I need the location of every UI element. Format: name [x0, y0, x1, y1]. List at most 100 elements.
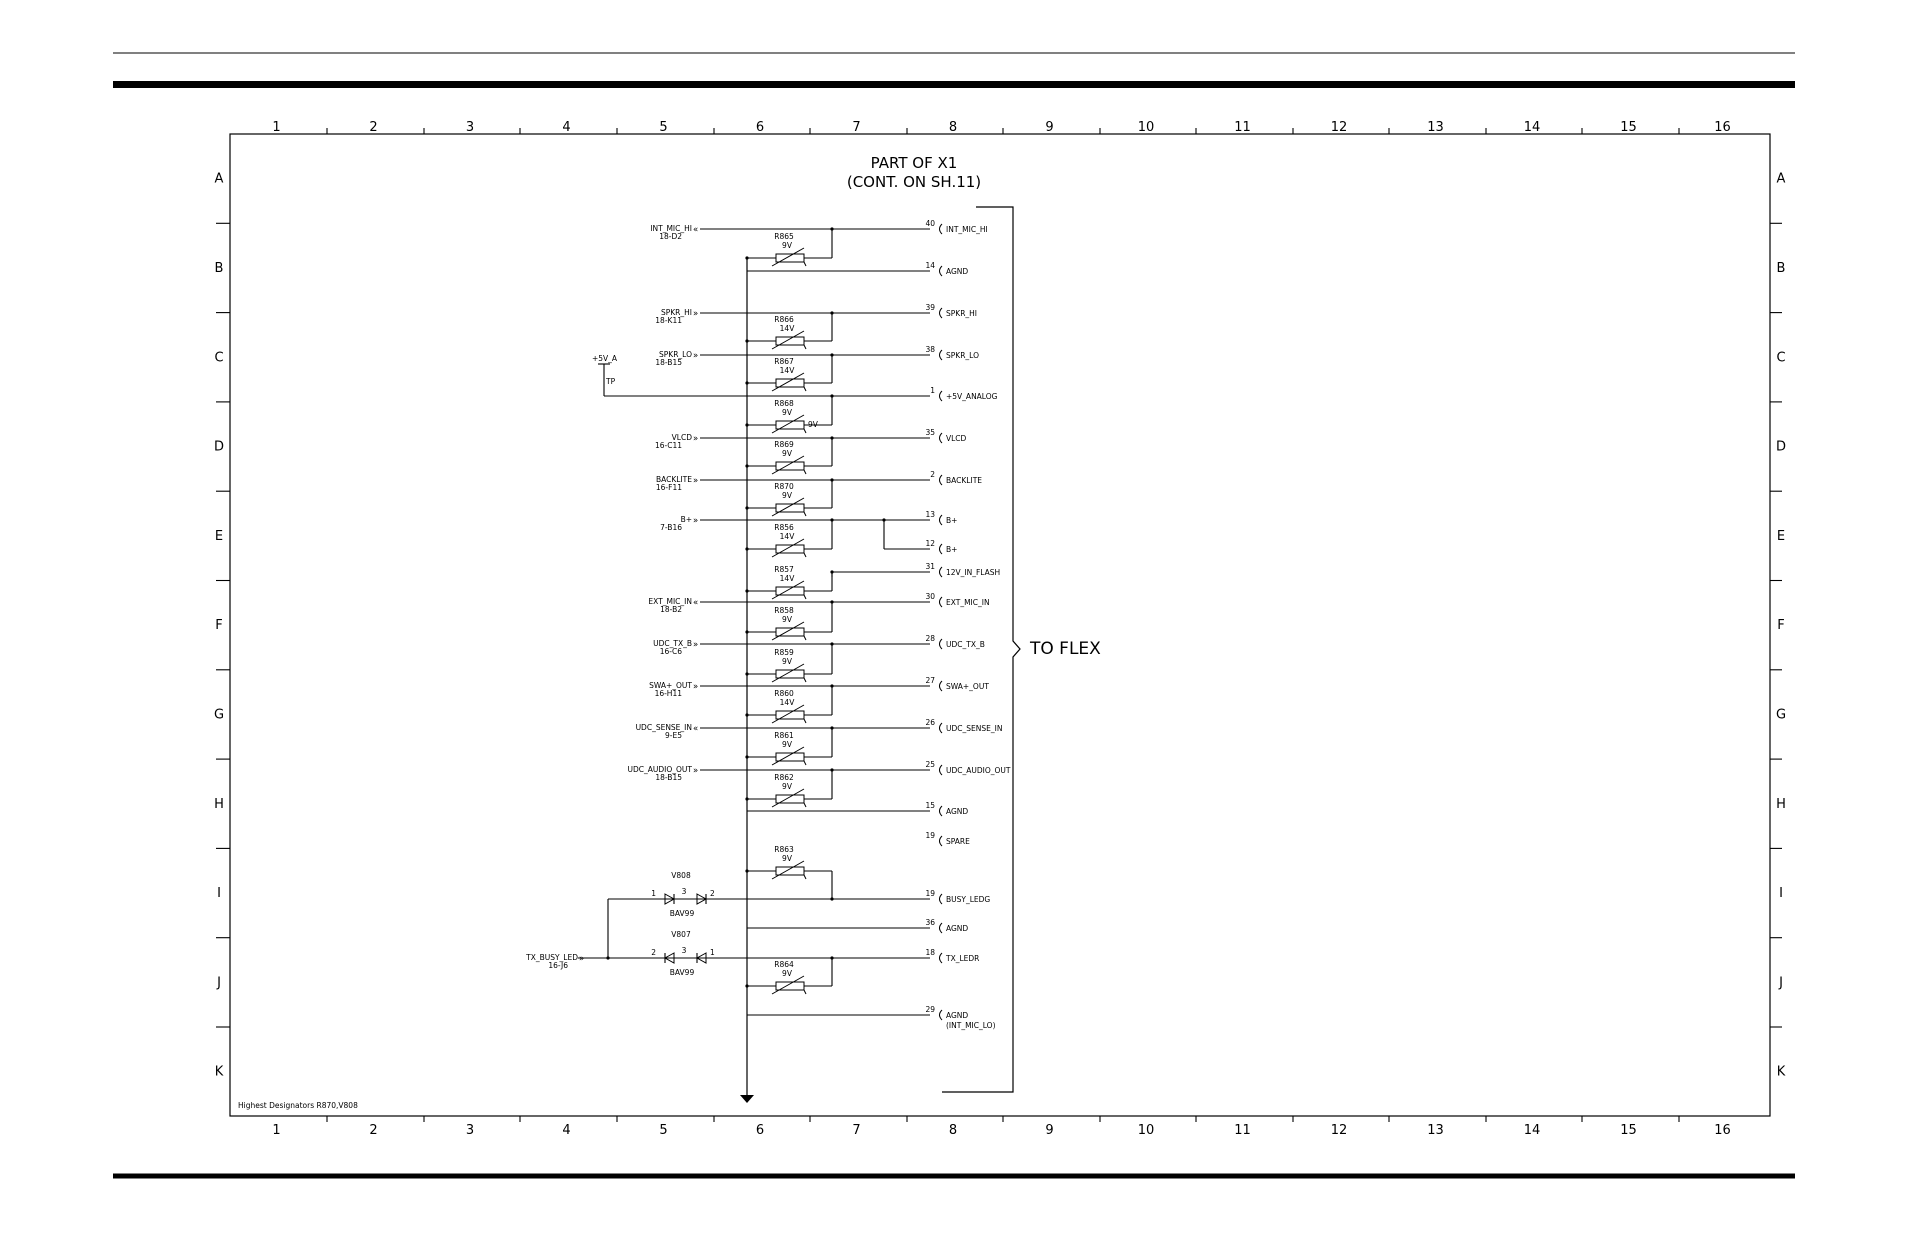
junction-dot [882, 518, 886, 522]
connector-socket [939, 307, 943, 319]
pin-number: 25 [925, 760, 935, 769]
column-label-top: 16 [1714, 120, 1731, 135]
pin-name: B+ [946, 516, 957, 525]
row-label-right: G [1776, 707, 1786, 722]
drawing-frame [229, 133, 1771, 1117]
signal-ref: 18-D2 [659, 232, 682, 241]
varistor-ref: R860 [774, 689, 794, 698]
row-label-left: J [216, 975, 221, 990]
row-label-right: I [1779, 886, 1783, 901]
pin-number: 19 [925, 831, 935, 840]
signal-name: INT_MIC_HI [650, 224, 692, 233]
junction-dot [745, 464, 749, 468]
connector-brace [942, 206, 1021, 1093]
signal-arrow: » [693, 682, 698, 692]
row-label-left: F [215, 618, 222, 633]
pin-number: 31 [925, 562, 935, 571]
pin-number: 39 [925, 303, 935, 312]
testpoint-label: TP [605, 377, 616, 386]
diode-triangle [664, 893, 676, 905]
column-label-top: 12 [1331, 120, 1348, 135]
column-label-top: 8 [949, 120, 957, 135]
junction-dot [830, 311, 834, 315]
pin-number: 15 [925, 801, 935, 810]
signal-ref: 16-C6 [660, 647, 682, 656]
junction-dot [830, 956, 834, 960]
column-label-bottom: 5 [659, 1123, 667, 1138]
connector-socket [939, 390, 943, 402]
varistor-value: 9V [782, 782, 793, 791]
junction-dot [830, 394, 834, 398]
junction-dot [745, 984, 749, 988]
varistor-value: 9V [782, 657, 793, 666]
varistor-ref: R859 [774, 648, 794, 657]
row-label-left: A [215, 172, 224, 187]
junction-dot [745, 423, 749, 427]
highest-designators: Highest Designators R870,V808 [238, 1101, 358, 1110]
connector-socket [939, 1009, 943, 1021]
column-label-top: 7 [852, 120, 860, 135]
column-label-top: 15 [1620, 120, 1637, 135]
signal-name: SWA+_OUT [649, 681, 692, 690]
signal-name: TX_BUSY_LED [525, 953, 578, 962]
varistor-ref: R857 [774, 565, 794, 574]
varistor-slash [771, 414, 807, 434]
connector-socket [939, 922, 943, 934]
diode-pin-mid: 3 [682, 887, 687, 896]
pin-number: 40 [925, 219, 935, 228]
junction-dot [745, 506, 749, 510]
wires [578, 227, 930, 1016]
junction-dot [745, 755, 749, 759]
signal-name: UDC_AUDIO_OUT [628, 765, 693, 774]
column-label-bottom: 13 [1427, 1123, 1444, 1138]
row-label-right: F [1777, 618, 1784, 633]
varistor-body [775, 378, 805, 388]
frame-labels: 1122334455667788991010111112121313141415… [214, 120, 1786, 1138]
row-label-right: J [1778, 975, 1783, 990]
column-label-bottom: 16 [1714, 1123, 1731, 1138]
signal-ref: 16-F11 [656, 483, 682, 492]
signal-arrow: « [693, 724, 698, 734]
junction-dot [830, 897, 834, 901]
row-label-left: I [217, 886, 221, 901]
pin-number: 12 [925, 539, 935, 548]
row-label-right: D [1776, 440, 1786, 455]
column-label-top: 1 [272, 120, 280, 135]
junction-dot [830, 642, 834, 646]
signal-name: SPKR_HI [661, 308, 692, 317]
varistor-slash [771, 860, 807, 880]
pin-name: B+ [946, 545, 957, 554]
signal-arrow: » [693, 640, 698, 650]
signal-arrow: » [693, 516, 698, 526]
column-label-bottom: 2 [369, 1123, 377, 1138]
row-label-right: B [1777, 261, 1786, 276]
varistor-slash [771, 247, 807, 267]
signal-ref: 7-B16 [660, 523, 682, 532]
row-label-right: C [1776, 350, 1785, 365]
varistor-body [775, 866, 805, 876]
junction-dot [830, 518, 834, 522]
pin-name: BUSY_LEDG [946, 895, 990, 904]
connector-socket [939, 566, 943, 578]
junction-dot [745, 547, 749, 551]
varistor-value: 9V [782, 615, 793, 624]
junction-dot [830, 726, 834, 730]
column-label-top: 5 [659, 120, 667, 135]
connector-socket [939, 543, 943, 555]
varistor-value: 9V [782, 241, 793, 250]
junction-dot [745, 589, 749, 593]
junction-dot [745, 256, 749, 260]
labels: 40INT_MIC_HI14AGND39SPKR_HI38SPKR_LO1+5V… [525, 219, 1011, 1030]
row-label-left: C [214, 350, 223, 365]
varistor-body [775, 710, 805, 720]
varistor-body [775, 253, 805, 263]
varistor-value: 14V [780, 574, 796, 583]
column-label-top: 14 [1524, 120, 1541, 135]
column-label-bottom: 9 [1045, 1123, 1053, 1138]
supply-label: +5V_A [592, 354, 618, 363]
junction-dot [745, 630, 749, 634]
column-label-top: 9 [1045, 120, 1053, 135]
varistor-slash [771, 372, 807, 392]
varistor-slash [771, 538, 807, 558]
varistor-ref: R861 [774, 731, 794, 740]
